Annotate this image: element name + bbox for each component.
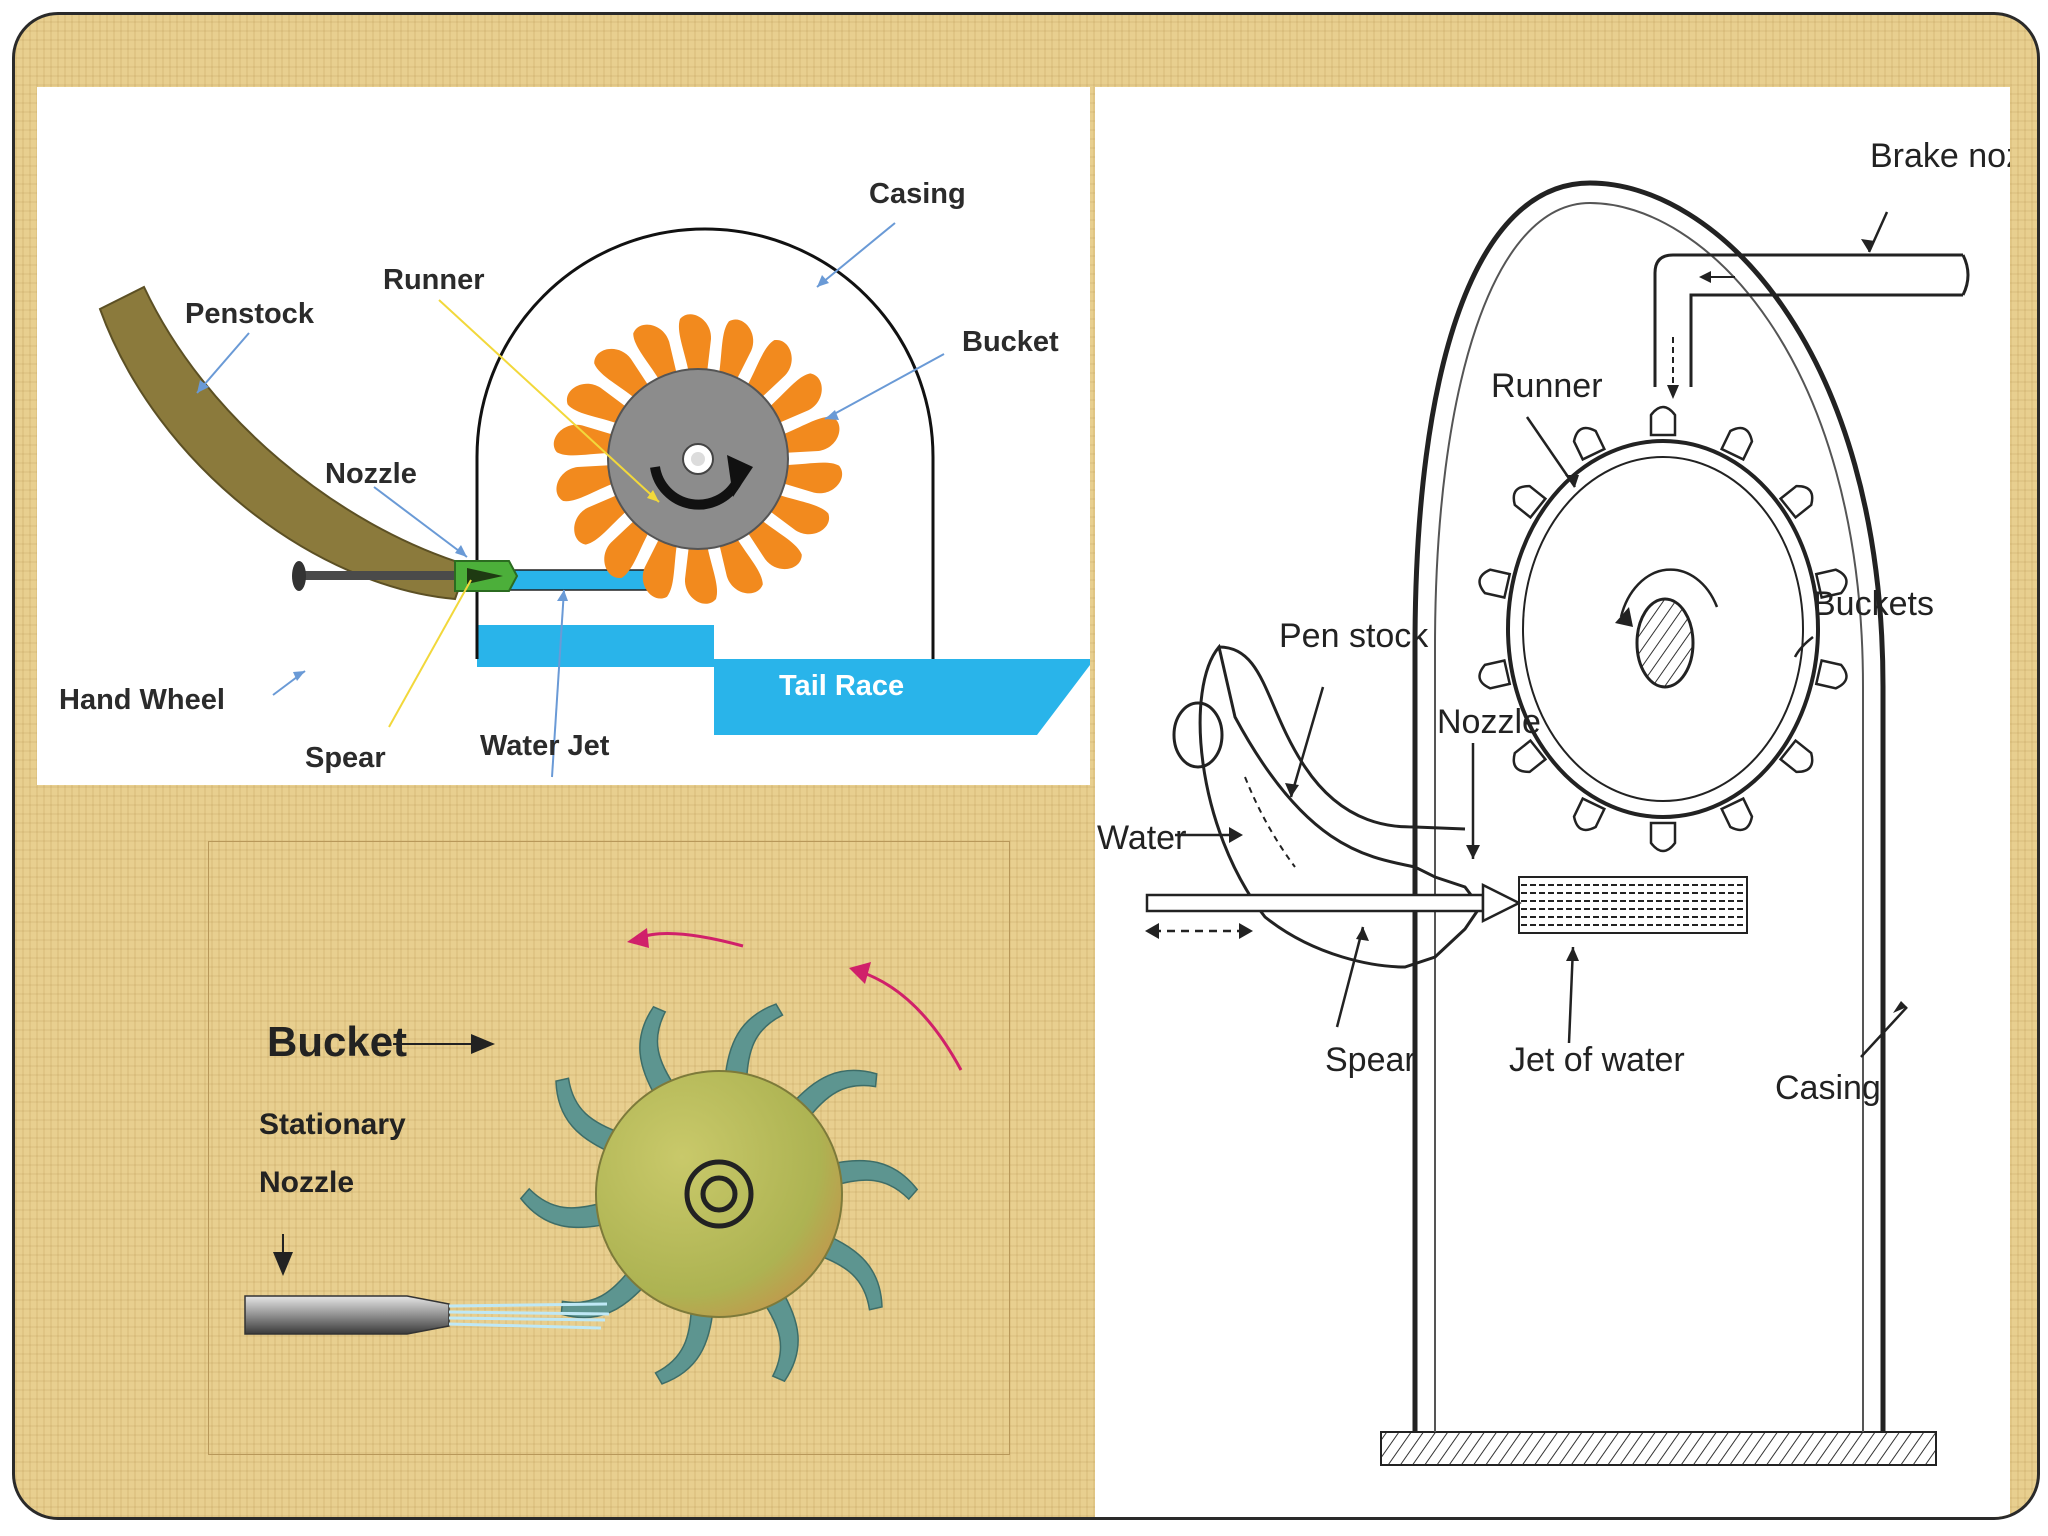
wheel-disk xyxy=(596,1071,842,1317)
label-pen-stock: Pen stock xyxy=(1279,617,1429,655)
line-drawing-svg: Brake nozzle Runner Buckets Pen stock No… xyxy=(1095,87,2010,1517)
label-runner: Runner xyxy=(1491,367,1603,405)
bucket xyxy=(1477,660,1510,690)
bucket xyxy=(679,314,711,373)
bucket xyxy=(779,415,842,457)
nozzle-pointer-arrowhead xyxy=(273,1252,293,1276)
label-nozzle: Nozzle xyxy=(325,458,417,490)
penstock-opening xyxy=(1174,703,1222,767)
rotation-arrow-top xyxy=(639,934,743,947)
foundation-base xyxy=(1381,1432,1936,1465)
label-hand-wheel: Hand Wheel xyxy=(59,684,225,716)
bucket xyxy=(1651,407,1675,435)
pelton-wheel-diagram-color: Casing Runner Penstock Bucket Nozzle Han… xyxy=(37,87,1090,785)
nozzle-illustration-svg: Bucket Stationary Nozzle xyxy=(209,842,1009,1454)
label-buckets: Buckets xyxy=(1813,585,1934,623)
pelton-wheel-line-drawing: Brake nozzle Runner Buckets Pen stock No… xyxy=(1095,87,2010,1517)
bucket xyxy=(552,421,615,463)
penstock-pipe xyxy=(100,287,467,599)
label-spear: Spear xyxy=(305,742,386,774)
label-runner: Runner xyxy=(383,264,485,296)
label-bucket: Bucket xyxy=(267,1018,407,1065)
spear-arrowhead-left xyxy=(1145,923,1159,939)
bucket xyxy=(1816,660,1849,690)
spear-tip xyxy=(1483,885,1519,921)
bucket xyxy=(1477,568,1510,598)
rotation-arrow-right xyxy=(861,972,961,1070)
bucket xyxy=(780,455,843,497)
label-nozzle: Nozzle xyxy=(259,1166,354,1199)
stationary-nozzle xyxy=(245,1296,449,1334)
bucket xyxy=(1722,424,1756,460)
bucket xyxy=(1722,799,1756,835)
bucket xyxy=(1651,823,1675,851)
label-casing: Casing xyxy=(1775,1069,1881,1107)
label-spear: Spear xyxy=(1325,1041,1416,1079)
slide-background: Casing Runner Penstock Bucket Nozzle Han… xyxy=(12,12,2040,1520)
bucket xyxy=(1571,424,1605,460)
label-penstock: Penstock xyxy=(185,298,315,330)
bucket-pointer-arrowhead xyxy=(471,1034,495,1054)
penstock-pipe xyxy=(1200,647,1480,967)
spear-arrowhead-right xyxy=(1239,923,1253,939)
runner-hub-center xyxy=(691,452,705,466)
brake-jet-arrowhead xyxy=(1667,385,1679,399)
runner-shaft xyxy=(1637,599,1693,687)
label-water: Water xyxy=(1097,819,1186,857)
brake-pipe-end xyxy=(1963,255,1968,295)
label-brake-nozzle: Brake nozzle xyxy=(1870,137,2010,175)
label-casing: Casing xyxy=(869,178,966,210)
bucket xyxy=(553,461,616,503)
bucket xyxy=(685,545,717,604)
water-arrowhead xyxy=(1229,827,1243,843)
pelton-diagram-svg: Casing Runner Penstock Bucket Nozzle Han… xyxy=(37,87,1090,785)
label-tail-race: Tail Race xyxy=(779,670,904,702)
spear-rod xyxy=(1147,895,1483,911)
bucket xyxy=(1571,799,1605,835)
brake-flow-arrowhead xyxy=(1699,271,1711,283)
label-nozzle: Nozzle xyxy=(1437,703,1541,741)
stationary-nozzle-illustration: Bucket Stationary Nozzle xyxy=(208,841,1010,1455)
jet-of-water xyxy=(1521,885,1745,925)
label-stationary: Stationary xyxy=(259,1108,406,1141)
rotation-arrowhead-right xyxy=(849,962,871,984)
label-jet-of-water: Jet of water xyxy=(1509,1041,1685,1079)
label-bucket: Bucket xyxy=(962,326,1059,358)
hand-wheel xyxy=(292,561,306,591)
label-water-jet: Water Jet xyxy=(480,730,610,762)
rotation-arrowhead-top xyxy=(627,928,649,948)
brake-nozzle-pipe xyxy=(1655,255,1963,387)
water-flow-curve xyxy=(1245,777,1295,867)
spear-rod xyxy=(299,571,469,580)
